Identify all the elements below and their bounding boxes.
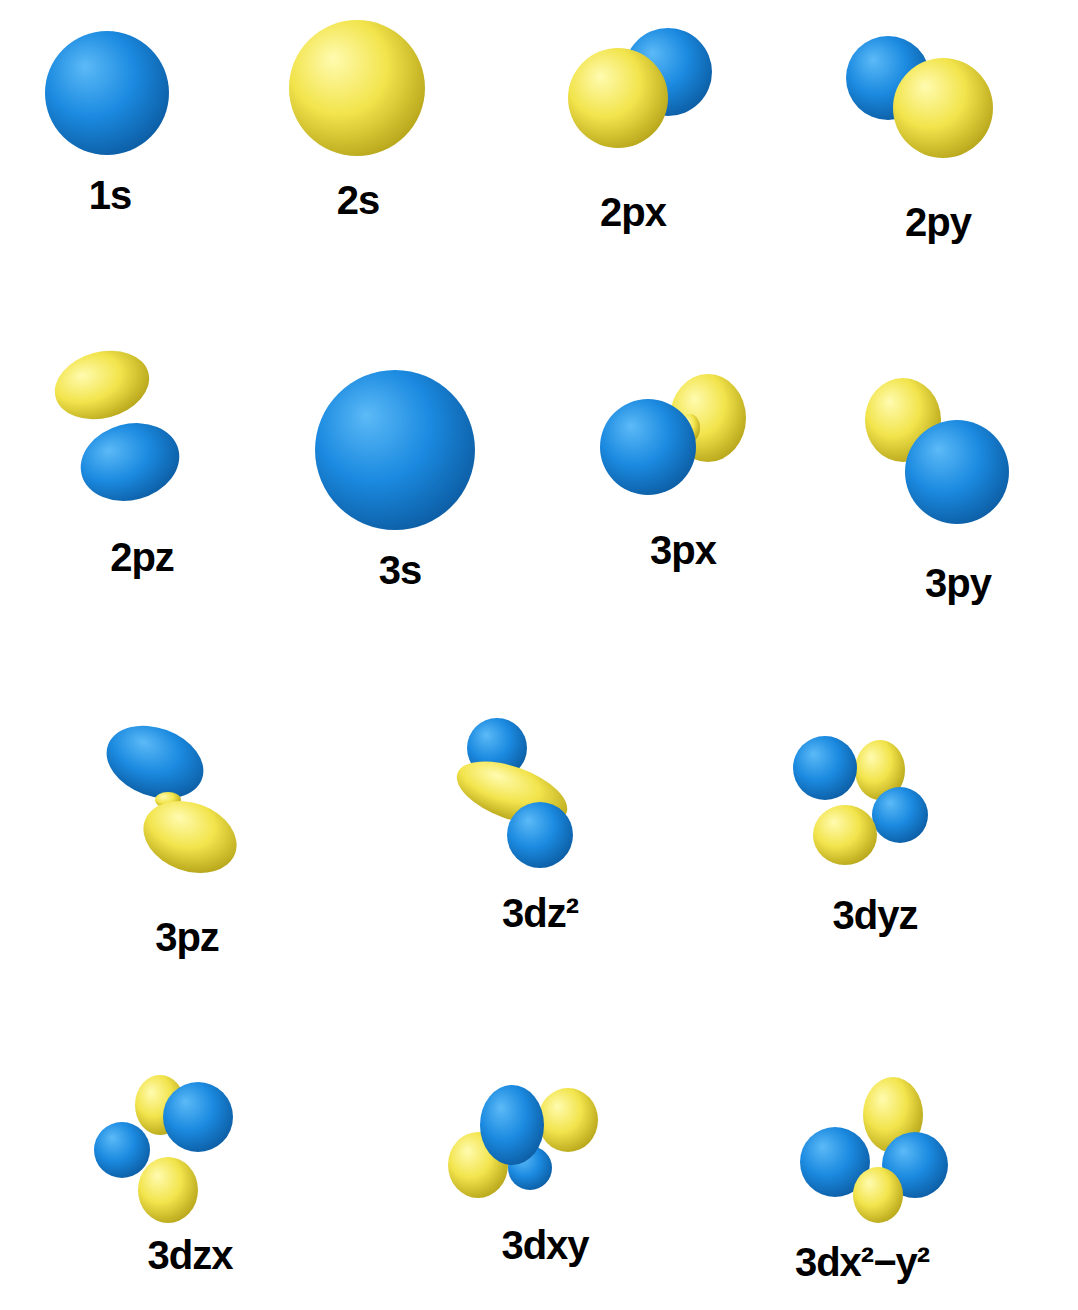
orbital-lobe	[133, 789, 246, 886]
orbital-3dz2	[449, 718, 576, 868]
orbital-2pz	[47, 341, 188, 512]
orbital-lobe	[45, 31, 169, 155]
orbital-lobe	[289, 20, 425, 156]
orbital-label: 3py	[925, 561, 991, 605]
orbital-lobe	[872, 787, 928, 843]
orbital-lobe	[893, 58, 993, 158]
orbital-3dxy	[448, 1085, 598, 1198]
orbital-lobe	[480, 1085, 544, 1165]
orbital-3py	[865, 378, 1009, 524]
orbital-label: 2py	[905, 200, 971, 244]
orbital-lobe	[507, 802, 573, 868]
orbital-lobe	[568, 48, 668, 148]
orbital-lobe	[538, 1088, 598, 1152]
orbital-3px	[600, 374, 746, 495]
orbital-lobe	[96, 713, 213, 811]
orbital-label: 3dyz	[833, 893, 918, 937]
orbital-3s	[315, 370, 475, 530]
orbital-2py	[846, 36, 993, 158]
orbital-2s	[289, 20, 425, 156]
orbital-lobe	[600, 399, 696, 495]
orbital-lobe	[315, 370, 475, 530]
orbital-lobe	[853, 1167, 903, 1223]
orbital-label: 3dz²	[502, 891, 578, 935]
orbital-label: 3px	[650, 528, 716, 572]
orbital-3dx2-y2	[800, 1077, 948, 1223]
orbital-label: 2s	[337, 178, 380, 222]
orbital-label: 3dzx	[148, 1233, 233, 1277]
orbital-label: 1s	[89, 173, 132, 217]
orbital-3dzx	[94, 1075, 233, 1223]
orbital-lobe	[163, 1082, 233, 1152]
orbital-lobe	[47, 341, 157, 430]
orbital-lobe	[138, 1157, 198, 1223]
orbital-label: 3pz	[155, 915, 219, 959]
orbital-lobe	[905, 420, 1009, 524]
orbital-label: 3dx²−y²	[795, 1240, 929, 1284]
orbital-3pz	[96, 713, 246, 885]
orbital-lobe	[72, 412, 188, 511]
orbital-lobe	[94, 1122, 150, 1178]
orbital-label: 3s	[379, 548, 422, 592]
orbital-lobe	[793, 736, 857, 800]
orbital-lobe	[813, 805, 877, 865]
orbital-label: 2pz	[110, 535, 174, 579]
orbital-label: 3dxy	[501, 1223, 588, 1267]
orbital-2px	[568, 28, 712, 148]
orbital-3dyz	[793, 736, 928, 865]
orbital-label: 2px	[600, 190, 666, 234]
orbital-1s	[45, 31, 169, 155]
